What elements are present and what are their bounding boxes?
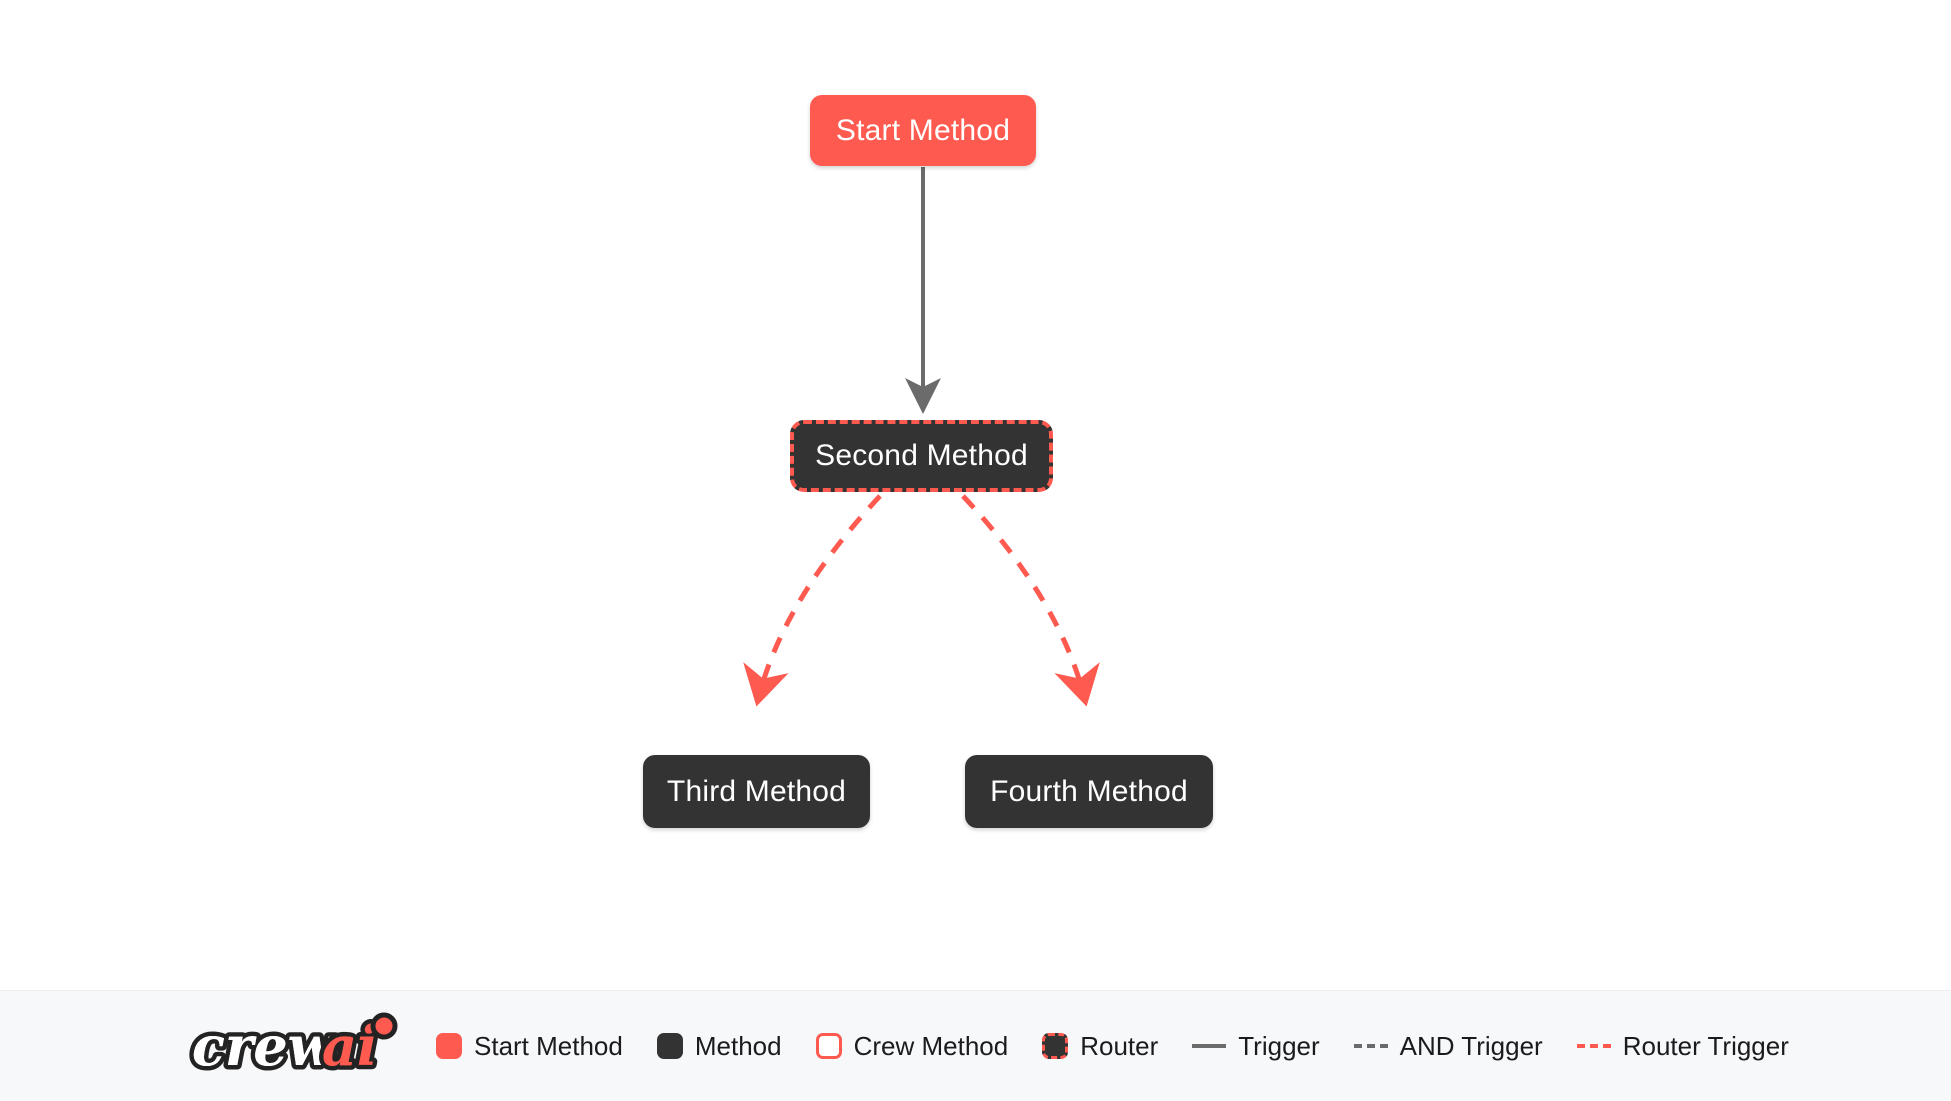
edge-second-to-fourth bbox=[961, 494, 1100, 707]
legend-item-router-trigger: Router Trigger bbox=[1576, 1030, 1789, 1062]
legend-item-crew-method: Crew Method bbox=[815, 1030, 1009, 1062]
legend-label: Crew Method bbox=[853, 1030, 1009, 1061]
legend-label: Router bbox=[1080, 1030, 1159, 1061]
svg-text:crew: crew bbox=[192, 1014, 337, 1078]
legend-item-router: Router bbox=[1042, 1031, 1158, 1062]
router-trigger-line-icon bbox=[1576, 1044, 1611, 1048]
legend-label: AND Trigger bbox=[1399, 1030, 1543, 1061]
and-trigger-line-icon bbox=[1353, 1044, 1388, 1048]
legend-label: Trigger bbox=[1238, 1030, 1320, 1061]
router-swatch-icon bbox=[1042, 1033, 1069, 1059]
method-swatch-icon bbox=[656, 1033, 683, 1059]
svg-text:ai: ai bbox=[322, 1014, 378, 1078]
node-second-method[interactable]: Second Method bbox=[790, 420, 1053, 492]
node-label: Start Method bbox=[835, 113, 1011, 147]
legend-item-and-trigger: AND Trigger bbox=[1353, 1030, 1543, 1062]
legend-item-start-method: Start Method bbox=[436, 1031, 623, 1062]
node-start-method[interactable]: Start Method bbox=[810, 95, 1036, 166]
flow-canvas[interactable]: Start Method Second Method Third Method … bbox=[0, 0, 1951, 990]
node-third-method[interactable]: Third Method bbox=[643, 755, 870, 828]
legend-item-trigger: Trigger bbox=[1192, 1030, 1320, 1062]
legend-label: Router Trigger bbox=[1622, 1030, 1789, 1061]
start-method-swatch-icon bbox=[436, 1033, 462, 1059]
legend-label: Start Method bbox=[474, 1030, 623, 1061]
svg-text:crew: crew bbox=[192, 1014, 337, 1078]
svg-text:ai: ai bbox=[322, 1014, 378, 1078]
legend-item-method: Method bbox=[656, 1030, 782, 1062]
edge-second-to-third bbox=[743, 494, 882, 707]
legend-label: Method bbox=[694, 1030, 782, 1061]
trigger-line-icon bbox=[1192, 1044, 1227, 1048]
node-label: Fourth Method bbox=[990, 774, 1188, 808]
node-label: Second Method bbox=[815, 439, 1028, 472]
crewai-logo: crew crew ai ai bbox=[188, 1009, 400, 1083]
node-label: Third Method bbox=[666, 774, 847, 808]
node-fourth-method[interactable]: Fourth Method bbox=[965, 755, 1213, 828]
legend-bar: crew crew ai ai Start Method Method Crew… bbox=[0, 990, 1951, 1101]
crew-method-swatch-icon bbox=[815, 1033, 842, 1059]
